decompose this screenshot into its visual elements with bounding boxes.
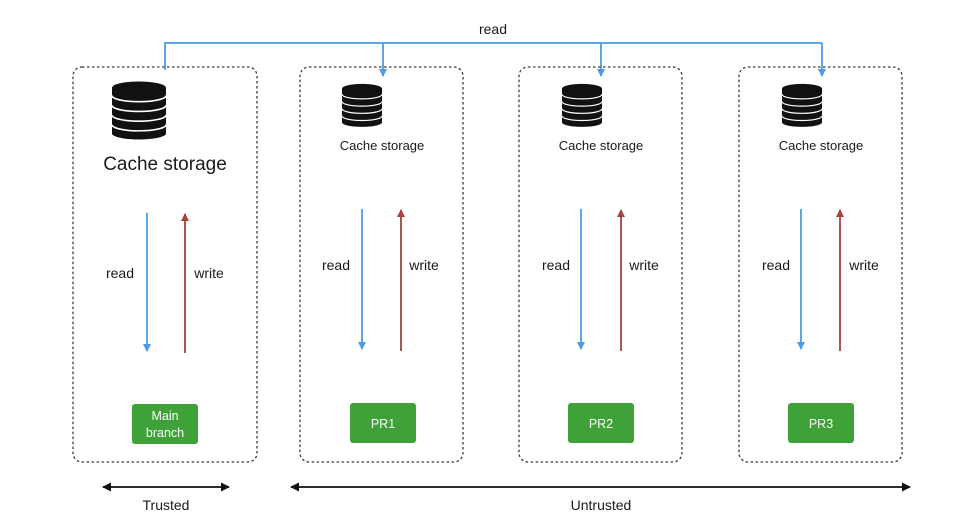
pr1-badge[interactable]: PR1 [350,403,416,443]
read-label: read [762,257,790,273]
write-label: write [628,257,659,273]
trusted-zone: Trusted [102,482,230,513]
database-icon [781,83,823,127]
untrusted-label: Untrusted [571,497,632,513]
cache-storage-label: Cache storage [779,138,864,153]
panel-pr2: Cache storage read write PR2 [518,66,683,463]
panel-pr1: Cache storage read write PR1 [299,66,464,463]
main-branch-label-line-1: Main [151,409,178,423]
pr2-badge[interactable]: PR2 [568,403,634,443]
database-icon [561,83,603,127]
read-label: read [542,257,570,273]
cache-storage-label: Cache storage [340,138,425,153]
untrusted-zone: Untrusted [290,482,911,513]
write-label: write [193,265,224,281]
main-branch-badge[interactable]: Main branch [132,404,198,444]
cache-storage-label: Cache storage [103,154,227,175]
top-read-connector: read [164,21,826,77]
top-read-label: read [479,21,507,37]
pr3-label: PR3 [809,417,833,431]
database-icon [341,83,383,127]
read-label: read [106,265,134,281]
write-label: write [408,257,439,273]
pr3-badge[interactable]: PR3 [788,403,854,443]
trusted-label: Trusted [143,497,190,513]
write-label: write [848,257,879,273]
panel-main-branch: Cache storage read write Main branch [72,66,258,463]
main-branch-label-line-2: branch [146,426,184,440]
pr1-label: PR1 [371,417,395,431]
database-icon [111,80,167,140]
panel-pr3: Cache storage read write PR3 [738,66,903,463]
pr2-label: PR2 [589,417,613,431]
read-label: read [322,257,350,273]
cache-storage-label: Cache storage [559,138,644,153]
